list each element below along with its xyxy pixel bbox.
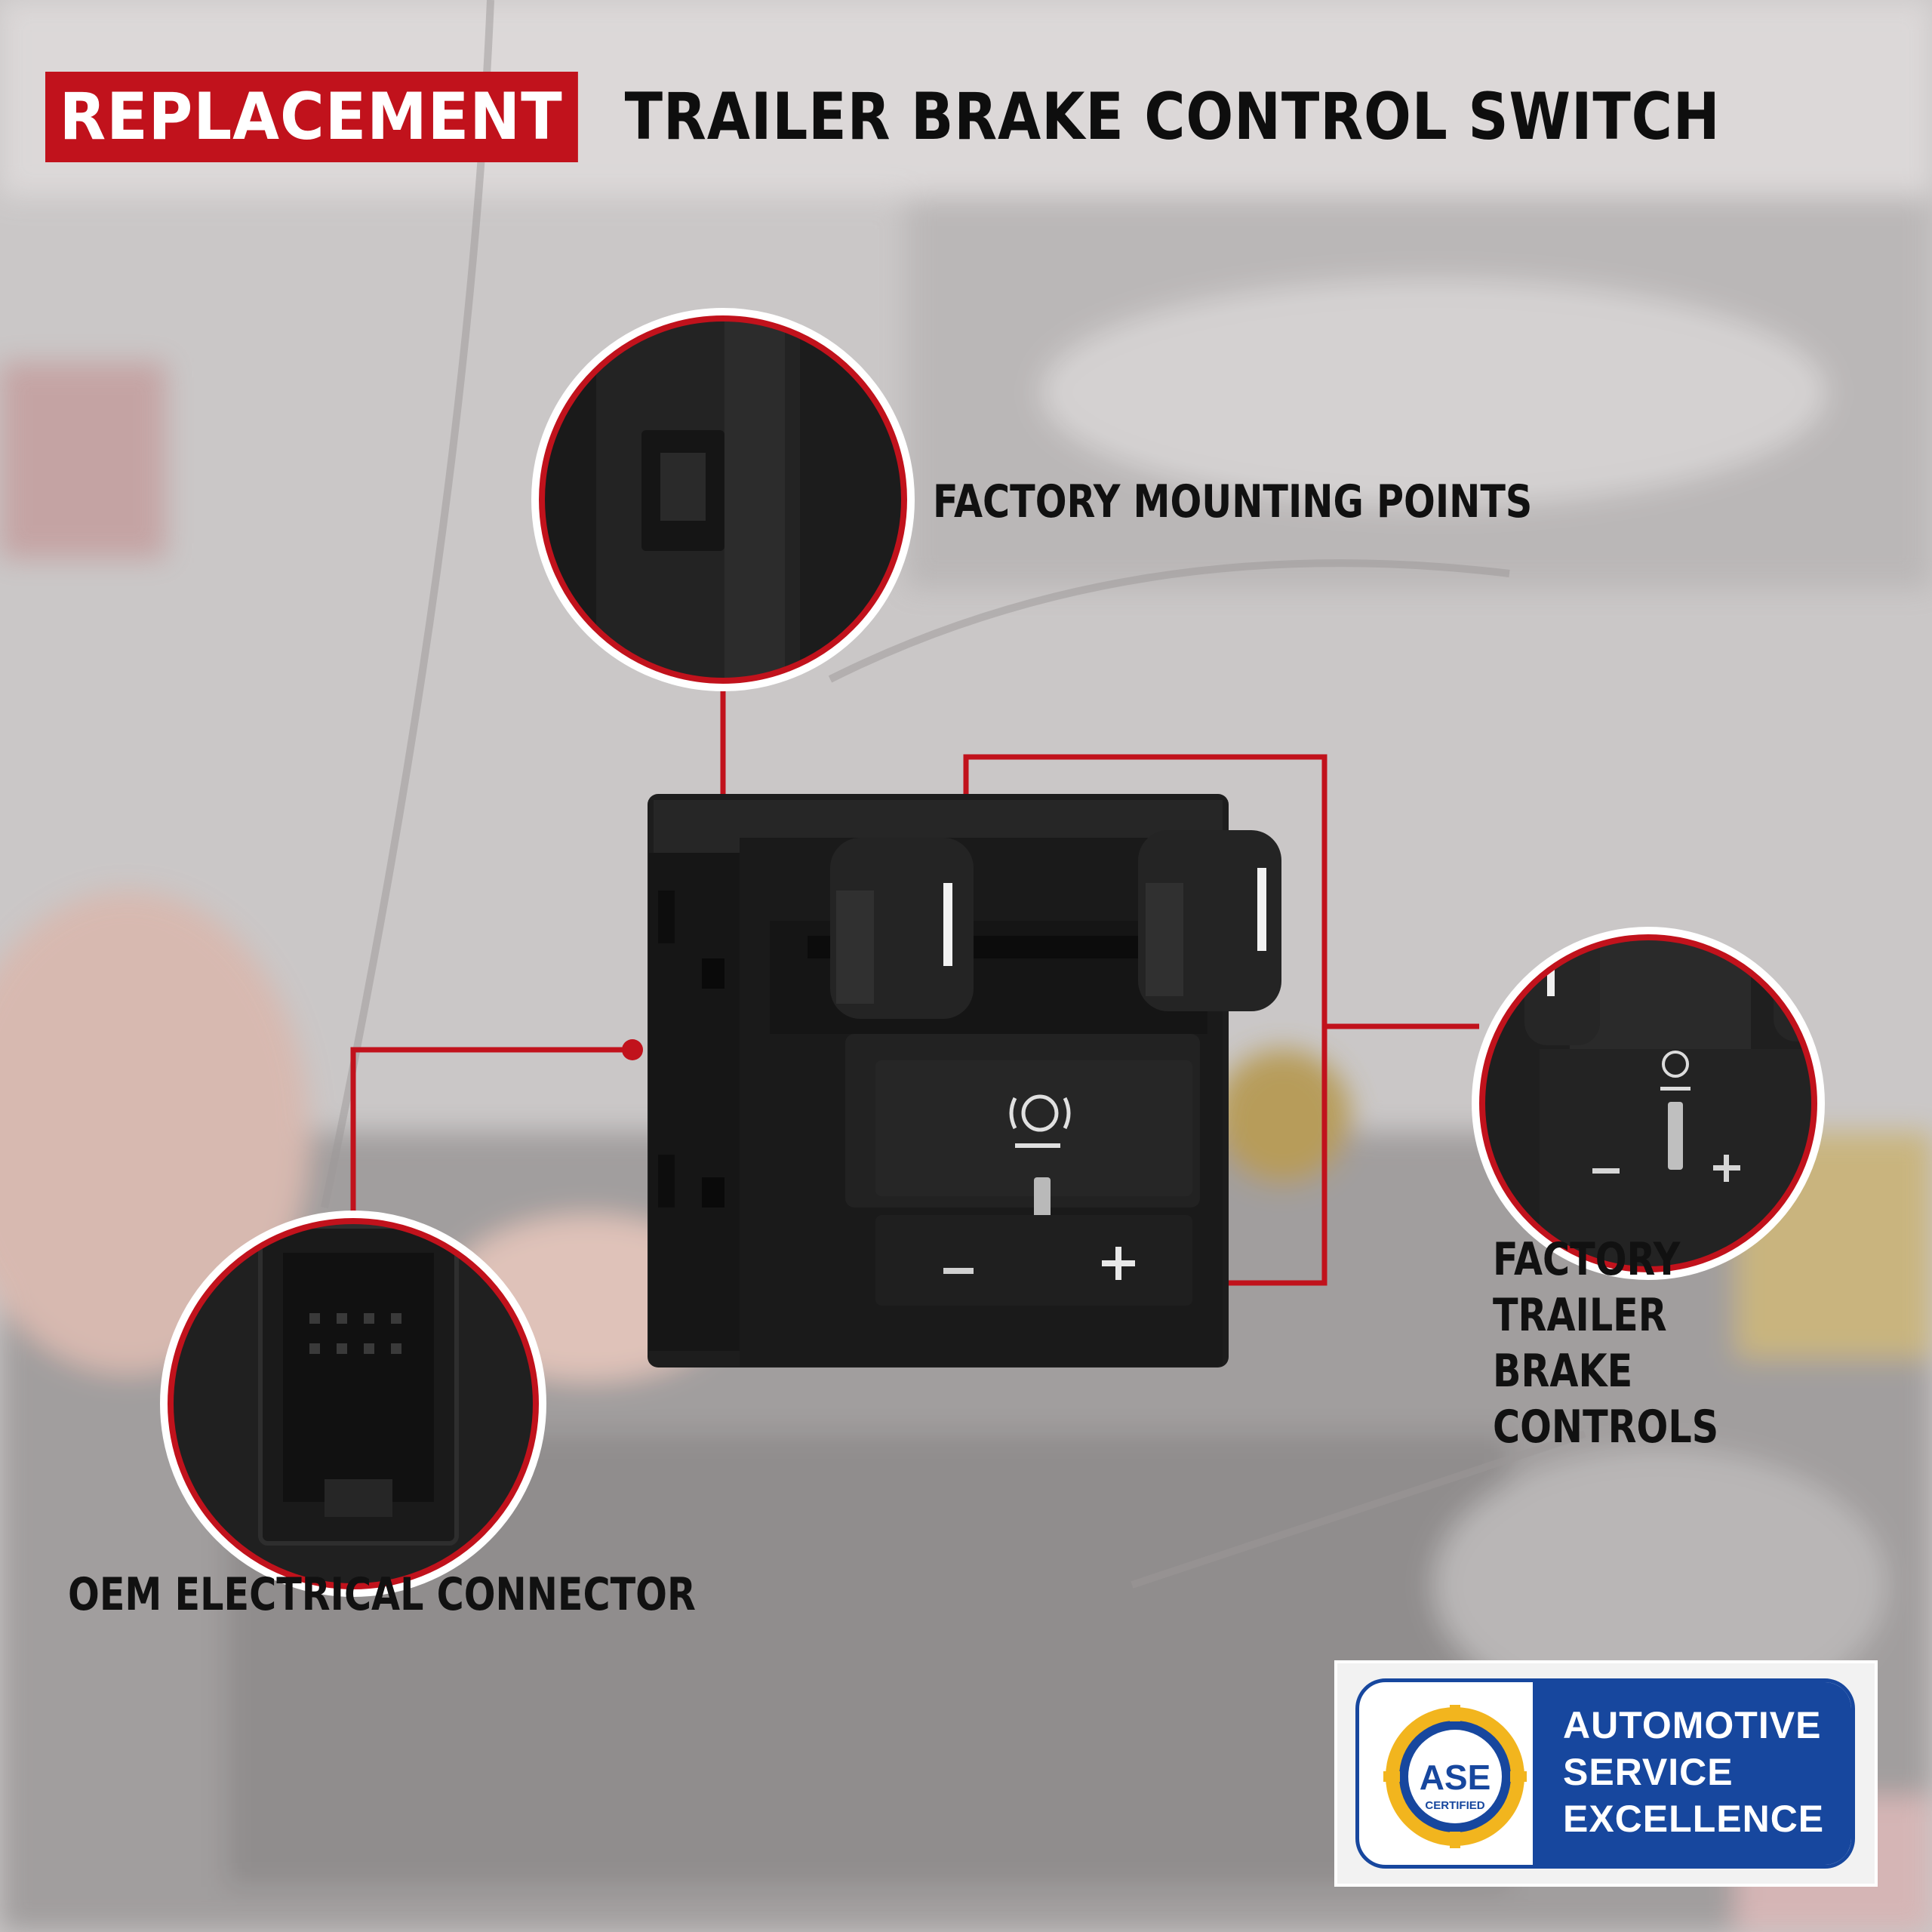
callout-connector: OEM ELECTRICAL CONNECTOR <box>68 1568 696 1621</box>
ase-line-2: SERVICE <box>1563 1751 1734 1793</box>
ase-text-panel <box>1533 1682 1851 1865</box>
brake-control-switch <box>648 794 1281 1367</box>
callout-trailer-controls-line2: BRAKE CONTROLS <box>1493 1345 1719 1454</box>
callout-trailer-controls: FACTORY TRAILER BRAKE CONTROLS <box>1493 1232 1853 1455</box>
callout-trailer-controls-line1: FACTORY TRAILER <box>1493 1233 1681 1342</box>
callout-mounting-points: FACTORY MOUNTING POINTS <box>933 475 1533 528</box>
ase-seal-subtext: CERTIFIED <box>1425 1799 1484 1812</box>
ase-line-3: EXCELLENCE <box>1563 1798 1825 1840</box>
ase-gear-seal-icon: ASE CERTIFIED <box>1383 1705 1527 1848</box>
ase-line-1: AUTOMOTIVE <box>1563 1704 1822 1746</box>
page-title: REPLACEMENT TRAILER BRAKE CONTROL SWITCH <box>45 72 1900 162</box>
ase-badge-frame: ASE CERTIFIED AUTOMOTIVE SERVICE EXCELLE… <box>1355 1678 1855 1869</box>
ase-certified-badge: ASE CERTIFIED AUTOMOTIVE SERVICE EXCELLE… <box>1334 1660 1878 1887</box>
ase-seal-text: ASE <box>1420 1758 1491 1797</box>
title-main: TRAILER BRAKE CONTROL SWITCH <box>624 79 1721 155</box>
title-highlight: REPLACEMENT <box>45 72 579 162</box>
